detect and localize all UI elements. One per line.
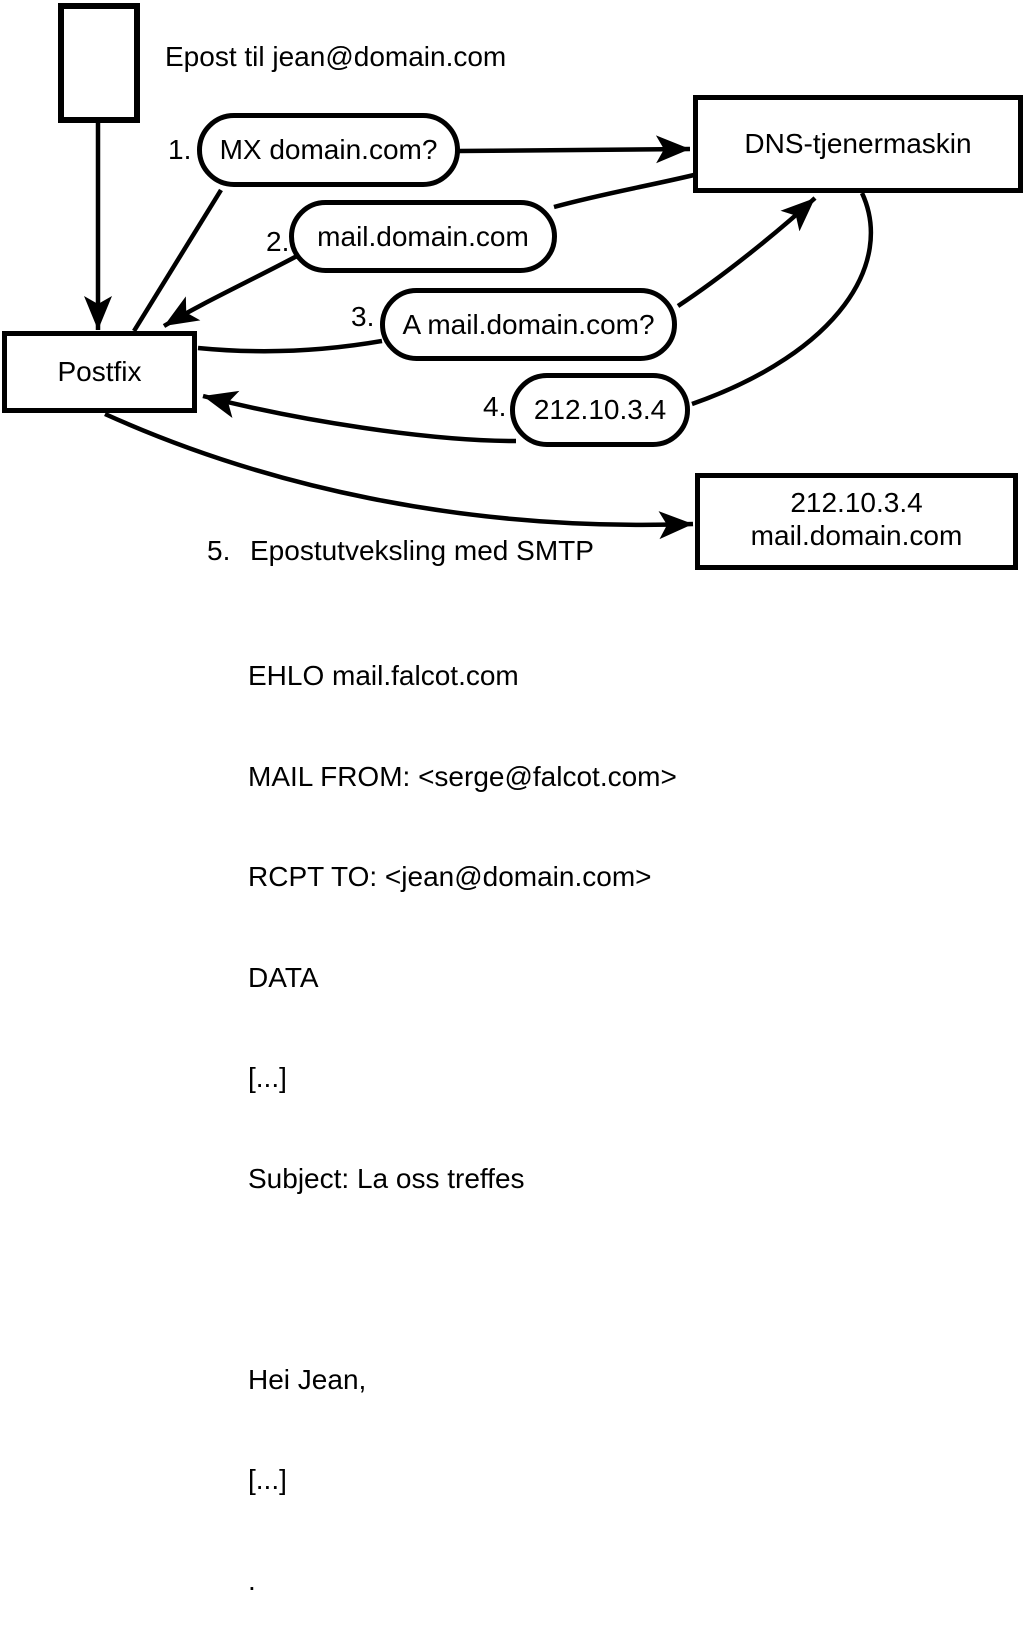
smtp-line: [...] (248, 1062, 287, 1093)
dns-server-label: DNS-tjenermaskin (744, 128, 972, 159)
smtp-session-transcript: EHLO mail.falcot.com MAIL FROM: <serge@f… (248, 592, 677, 1631)
line-postfix-to-a-query (197, 338, 383, 354)
arrow-a-query-to-dns (676, 196, 817, 308)
arrow-a-answer-to-postfix (202, 390, 517, 444)
smtp-line: RCPT TO: <jean@domain.com> (248, 861, 652, 892)
mx-query-bubble: MX domain.com? (197, 113, 460, 187)
step-4-number: 4. (483, 391, 507, 422)
smtp-line: EHLO mail.falcot.com (248, 660, 519, 691)
mailserver-node: 212.10.3.4 mail.domain.com (695, 473, 1018, 570)
a-answer-label: 212.10.3.4 (533, 394, 667, 425)
mailserver-host-label: mail.domain.com (750, 519, 963, 551)
line-dns-to-mx-answer (553, 172, 695, 210)
a-query-label: A mail.domain.com? (402, 308, 655, 340)
step-5-label: Epostutveksling med SMTP (250, 535, 594, 566)
smtp-line: Subject: La oss treffes (248, 1162, 525, 1194)
a-answer-bubble: 212.10.3.4 (510, 373, 690, 447)
arrow-mx-query-to-dns (458, 135, 691, 164)
postfix-node: Postfix (2, 331, 197, 413)
line-dns-to-a-answer (691, 192, 873, 407)
connector-layer (84, 123, 873, 540)
email-message-box (58, 3, 140, 123)
smtp-line: MAIL FROM: <serge@falcot.com> (248, 760, 677, 792)
a-query-bubble: A mail.domain.com? (380, 288, 677, 361)
dns-server-node: DNS-tjenermaskin (693, 95, 1023, 193)
mx-answer-label: mail.domain.com (317, 220, 529, 252)
smtp-line: Hei Jean, (248, 1363, 367, 1395)
smtp-line: [...] (248, 1464, 287, 1495)
postfix-label: Postfix (57, 356, 142, 387)
mx-query-label: MX domain.com? (219, 134, 438, 165)
step-5-number: 5. (207, 535, 231, 566)
mx-answer-bubble: mail.domain.com (289, 200, 557, 273)
smtp-line: DATA (248, 961, 319, 993)
step-3-number: 3. (351, 301, 375, 332)
mailserver-ip-label: 212.10.3.4 (790, 486, 923, 518)
arrow-mx-answer-to-postfix (162, 254, 299, 328)
line-postfix-to-mx-query (132, 188, 223, 333)
smtp-line (248, 1262, 677, 1296)
smtp-line: . (248, 1564, 256, 1596)
step-2-number: 2. (266, 226, 290, 257)
step-1-number: 1. (168, 134, 192, 165)
arrow-postfix-to-mailserver (104, 411, 694, 540)
email-note-label: Epost til jean@domain.com (165, 41, 507, 72)
